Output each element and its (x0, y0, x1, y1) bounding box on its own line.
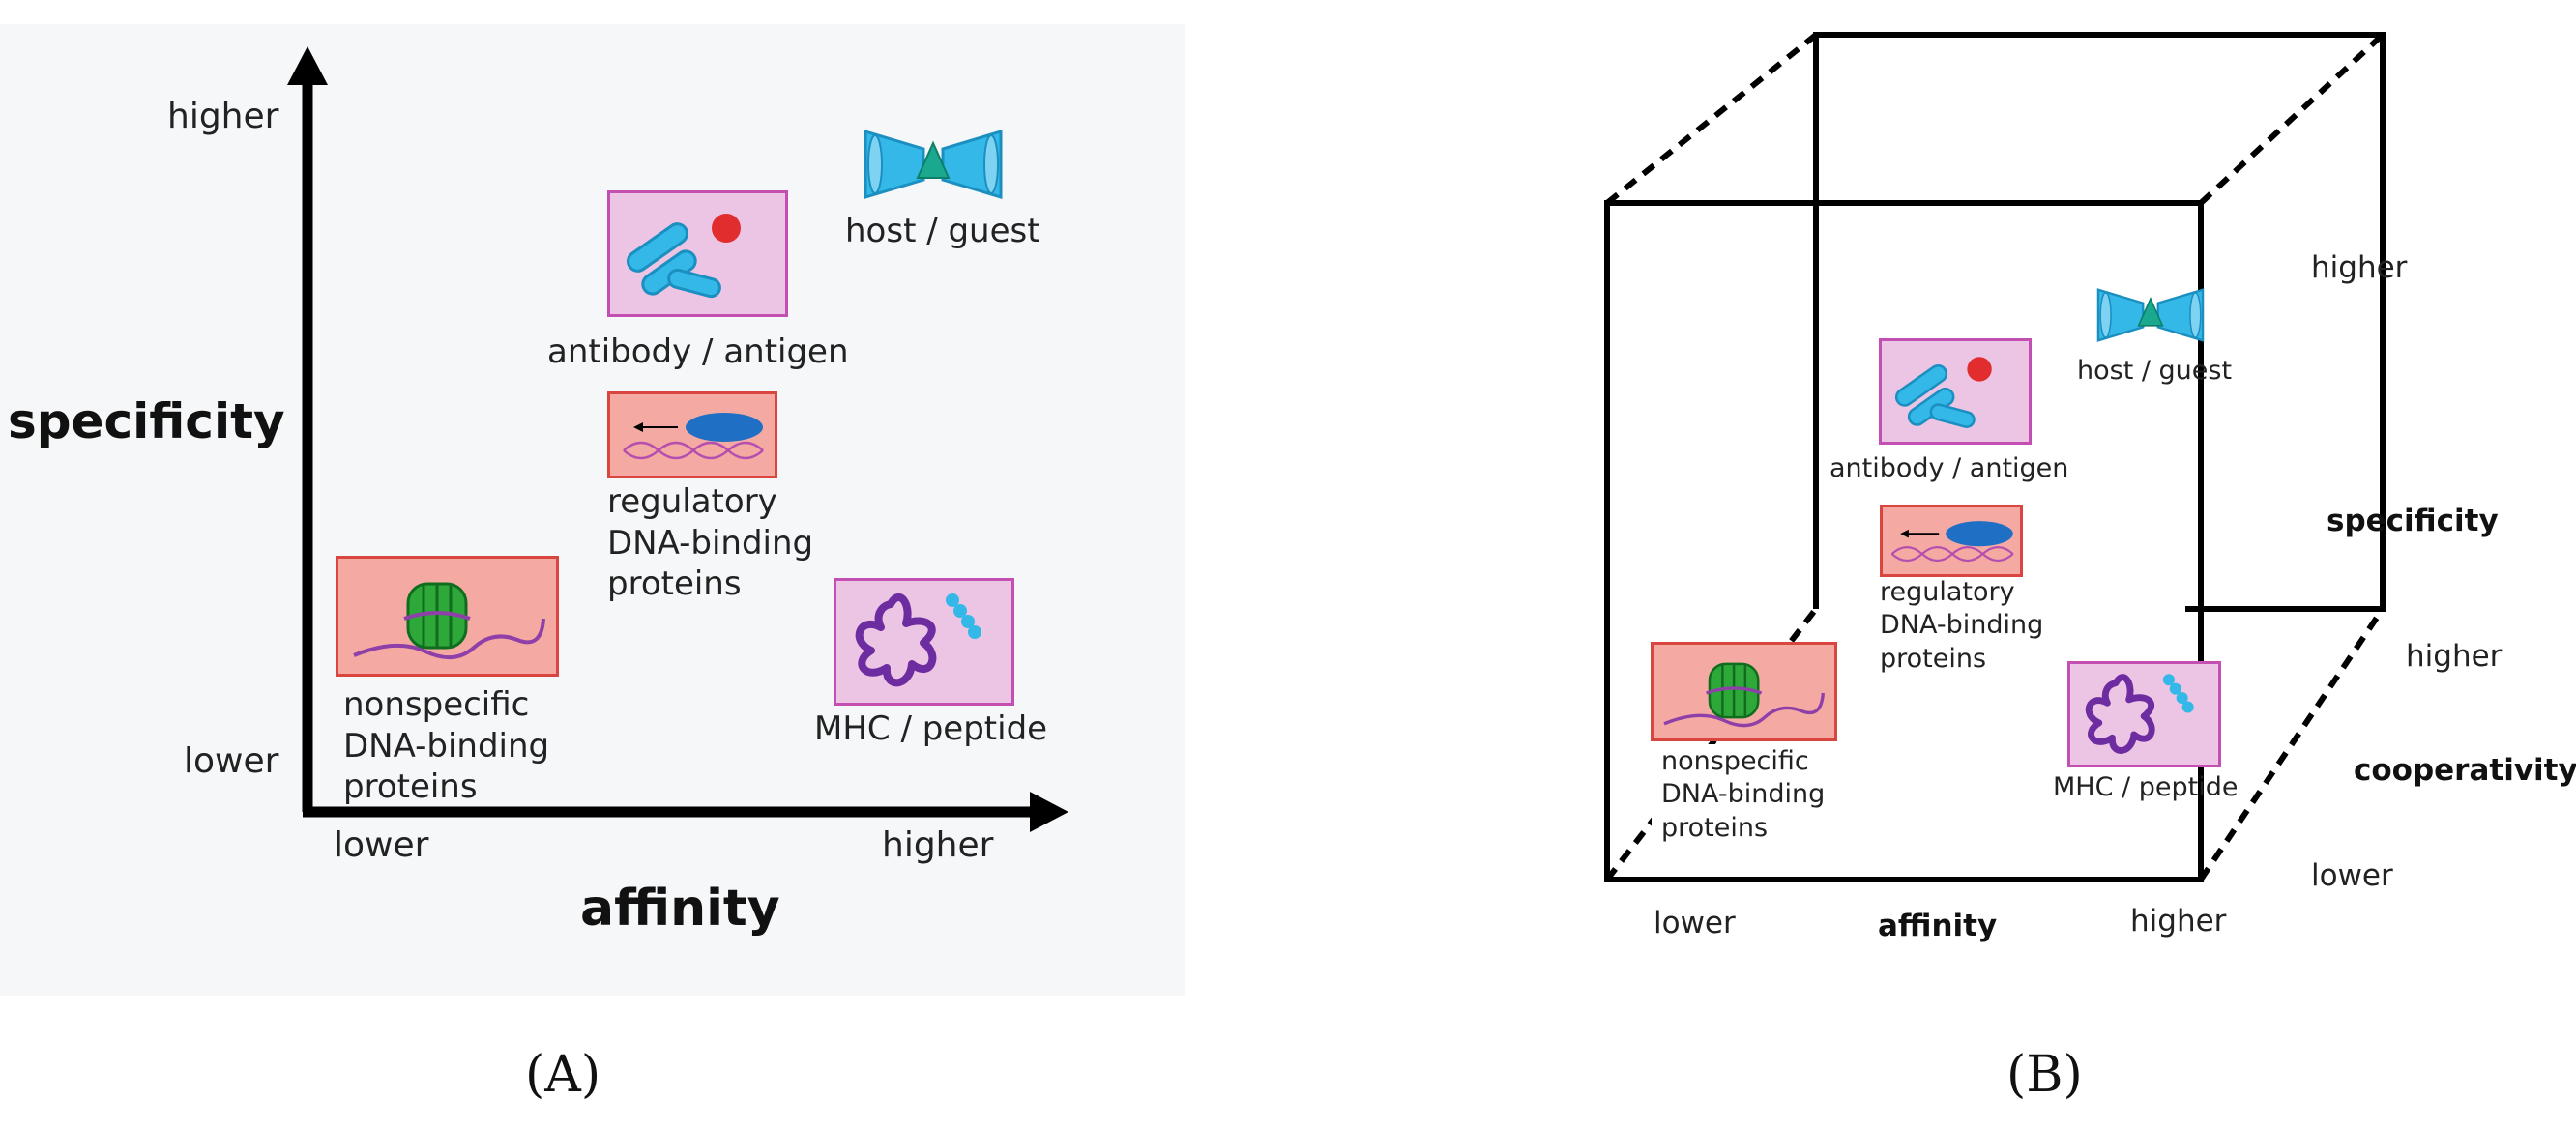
cube-edge-top-left (1605, 32, 1818, 206)
cooperativity-title: cooperativity (2354, 753, 2576, 788)
cube-front-face (1604, 200, 2204, 882)
host-guest-label: host / guest (845, 212, 1040, 250)
nucleosome-icon (1663, 662, 1825, 728)
panel-a-caption: (A) (525, 1046, 601, 1104)
panel-b: higher specificity higher cooperativity … (1566, 0, 2576, 1015)
antibody-antigen-box (1879, 338, 2032, 445)
affinity-title: affinity (1878, 909, 1998, 943)
affinity-low-label: lower (1654, 906, 1736, 940)
affinity-high-label: higher (2130, 904, 2227, 939)
regulatory-dna-binding-box (607, 391, 777, 478)
x-axis-arrowhead (1030, 792, 1068, 832)
host-guest-icon (864, 129, 1003, 200)
mhc-peptide-box (2067, 661, 2221, 767)
panel-a-axes (287, 46, 1068, 832)
antibody-icon (1894, 357, 1992, 428)
mhc-peptide-box (834, 578, 1014, 706)
y-axis-title: specificity (8, 393, 285, 449)
mhc-peptide-icon (855, 593, 981, 687)
host-guest-label: host / guest (2077, 356, 2233, 386)
x-axis-high-label: higher (882, 825, 994, 865)
x-axis-title: affinity (580, 880, 780, 938)
cube-edge-bottom-right (2198, 607, 2386, 882)
nonspecific-dna-binding-box (1651, 642, 1837, 741)
cooperativity-low-label: lower (2311, 858, 2393, 893)
mhc-peptide-label: MHC / peptide (2053, 772, 2239, 802)
regulatory-dna-binding-box (1880, 505, 2023, 577)
x-axis-low-label: lower (334, 825, 429, 865)
antibody-antigen-label: antibody / antigen (547, 333, 849, 371)
antibody-antigen-box (607, 190, 788, 317)
nucleosome-icon (353, 582, 545, 659)
mhc-peptide-label: MHC / peptide (814, 709, 1048, 748)
panel-a: higher lower specificity lower higher af… (0, 0, 1189, 1015)
cube-edge-top-right (2198, 32, 2386, 206)
cube-frame (1604, 32, 2386, 882)
panel-b-caption: (B) (2006, 1046, 2083, 1104)
y-axis-low-label: lower (184, 741, 279, 781)
mhc-peptide-icon (2085, 674, 2194, 754)
regulatory-protein-icon (623, 413, 764, 460)
regulatory-dna-binding-label: regulatory DNA-binding proteins (607, 482, 814, 603)
nonspecific-dna-binding-label: nonspecific DNA-binding proteins (1661, 746, 1826, 843)
cooperativity-high-label: higher (2406, 639, 2503, 674)
nonspecific-dna-binding-label: nonspecific DNA-binding proteins (343, 685, 550, 806)
antibody-antigen-label: antibody / antigen (1830, 453, 2069, 483)
cube-back-face (1813, 32, 2386, 612)
specificity-title: specificity (2327, 504, 2499, 538)
antibody-icon (627, 214, 741, 299)
y-axis-arrowhead (287, 46, 328, 85)
host-guest-icon (2096, 288, 2205, 342)
nonspecific-dna-binding-box (336, 556, 559, 677)
regulatory-dna-binding-label: regulatory DNA-binding proteins (1880, 577, 2044, 674)
regulatory-protein-icon (1890, 521, 2014, 563)
specificity-high-label: higher (2311, 250, 2408, 285)
y-axis-high-label: higher (167, 97, 279, 136)
nonspecific-label-backdrop (1652, 744, 1824, 849)
